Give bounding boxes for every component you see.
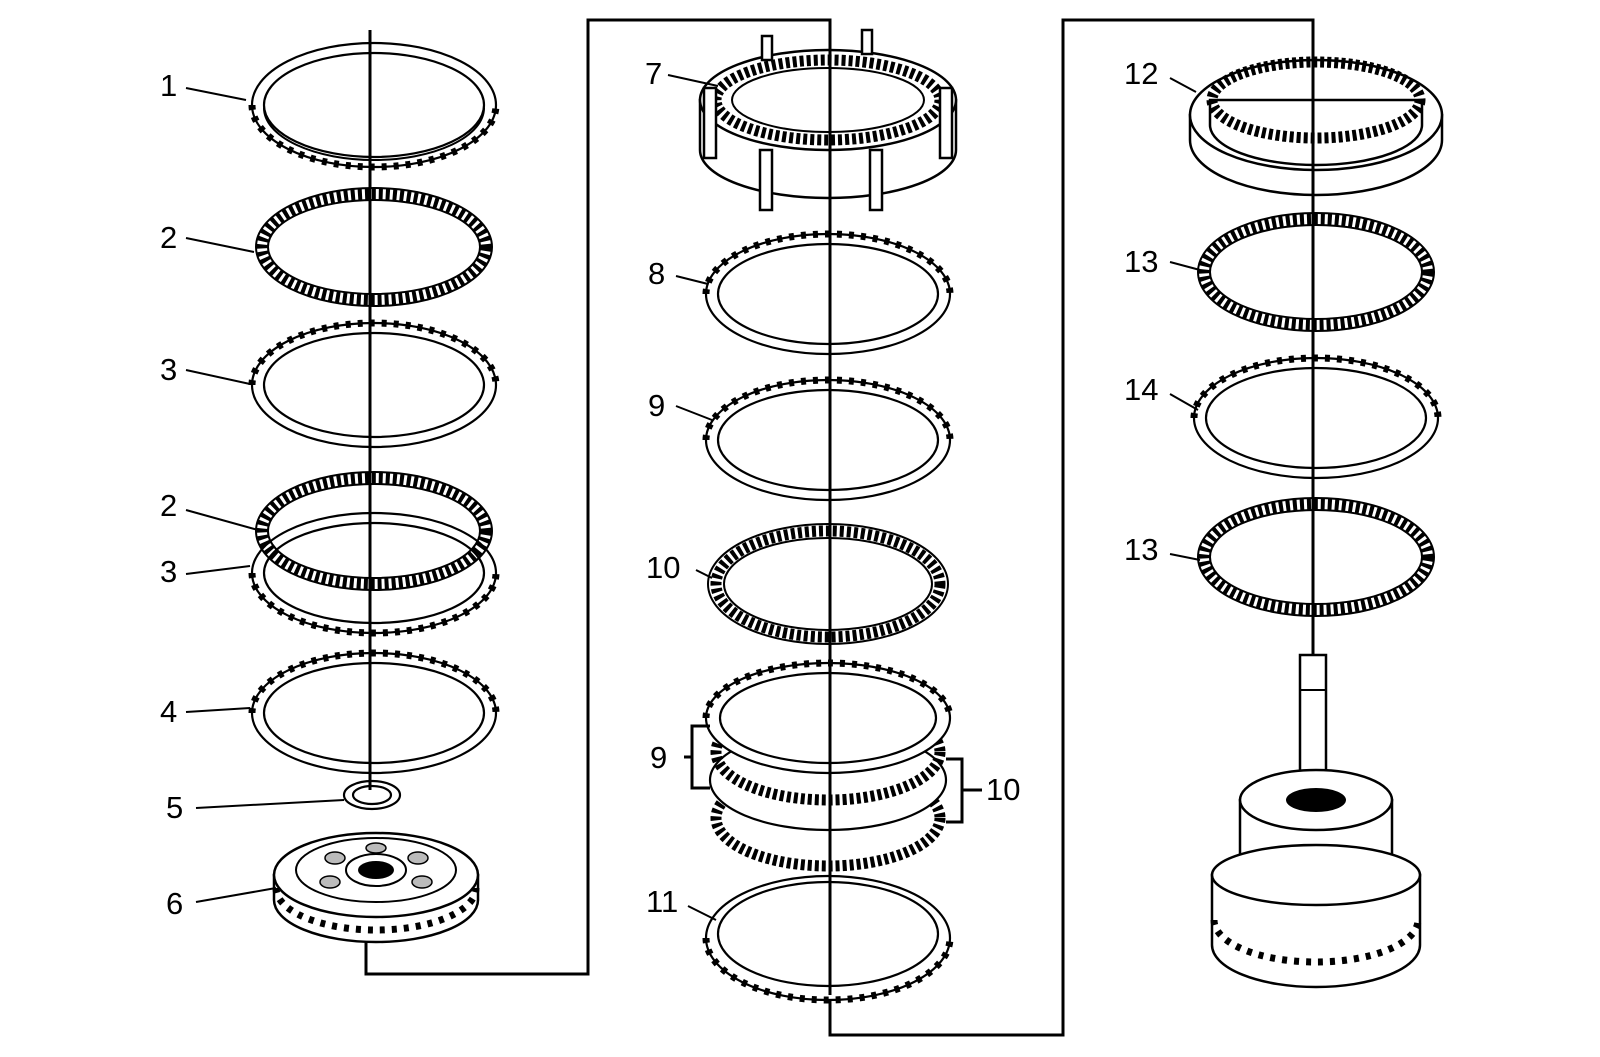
part-1-clutch-plate <box>248 41 500 171</box>
part-13-friction-plate <box>1197 212 1435 332</box>
part-13-friction-plate-lower <box>1197 497 1435 617</box>
part-4-pressure-plate <box>248 649 500 775</box>
callout-9: 9 <box>650 740 667 775</box>
callout-2: 2 <box>160 220 177 255</box>
part-2-friction-plate <box>255 187 493 307</box>
callout-10: 10 <box>646 550 680 585</box>
callout-13: 13 <box>1124 532 1158 567</box>
bracket-10 <box>946 757 982 824</box>
part-5-thrust-washer <box>342 779 402 811</box>
callout-1: 1 <box>160 68 177 103</box>
part-14-clutch-plate <box>1190 354 1442 480</box>
part-2-3-stacked-plates <box>248 471 500 637</box>
part-11-snap-ring-plate <box>702 874 954 1004</box>
callout-12: 12 <box>1124 56 1158 91</box>
part-9-10-plate-stack <box>702 659 954 872</box>
assembly-route-lines <box>364 18 1315 1037</box>
part-8-clutch-plate <box>702 230 954 356</box>
callout-3: 3 <box>160 554 177 589</box>
callout-3: 3 <box>160 352 177 387</box>
part-10-friction-plate <box>707 523 949 645</box>
callout-7: 7 <box>645 56 662 91</box>
callout-6: 6 <box>166 886 183 921</box>
callout-5: 5 <box>166 790 183 825</box>
part-6-clutch-hub <box>272 831 480 944</box>
bracket-9 <box>684 724 710 790</box>
callout-2: 2 <box>160 488 177 523</box>
part-9-clutch-plate <box>702 376 954 502</box>
callout-labels: 1 2 3 2 3 4 5 6 7 8 9 10 9 10 11 12 13 1… <box>160 56 1158 921</box>
part-3-clutch-plate <box>248 319 500 449</box>
callout-14: 14 <box>1124 372 1158 407</box>
callout-11: 11 <box>646 884 678 919</box>
callout-10: 10 <box>986 772 1020 807</box>
input-shaft-carrier-assembly <box>1210 653 1422 989</box>
callout-8: 8 <box>648 256 665 291</box>
part-12-clutch-drum <box>1188 56 1444 197</box>
callout-13: 13 <box>1124 244 1158 279</box>
part-7-clutch-housing <box>698 28 958 212</box>
callout-4: 4 <box>160 694 177 729</box>
callout-9: 9 <box>648 388 665 423</box>
leader-lines <box>185 74 1201 921</box>
